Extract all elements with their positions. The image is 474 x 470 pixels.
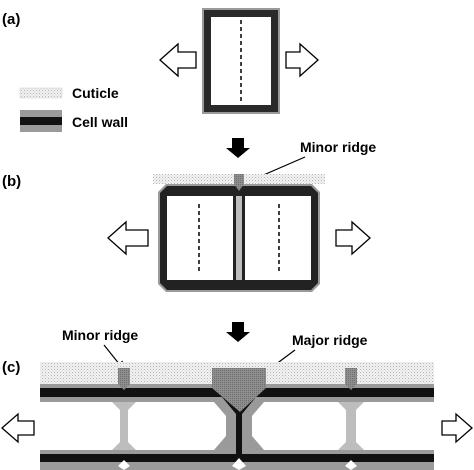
panel-b-label: (b)	[2, 173, 21, 190]
panel-b-cells	[153, 174, 325, 292]
panel-c-cells	[40, 362, 434, 470]
down-arrow-icon-2	[226, 322, 250, 342]
legend: Cuticle Cell wall	[19, 85, 128, 132]
minor-ridge-label-c: Minor ridge	[62, 327, 138, 343]
legend-cell-wall-label: Cell wall	[72, 114, 128, 130]
legend-cuticle-label: Cuticle	[72, 85, 119, 101]
minor-ridge-label-b: Minor ridge	[300, 139, 376, 155]
legend-item-cuticle: Cuticle	[19, 85, 119, 101]
major-ridge-label-c: Major ridge	[292, 332, 368, 348]
legend-item-cell-wall: Cell wall	[20, 110, 128, 132]
panel-c-label: (c)	[2, 359, 20, 376]
left-arrow-icon-b	[107, 220, 149, 256]
right-arrow-icon-c	[441, 412, 473, 444]
left-arrow-icon-c	[1, 412, 35, 444]
panel-a-cell	[202, 8, 280, 114]
left-arrow-icon	[159, 42, 197, 78]
down-arrow-icon	[226, 138, 250, 158]
panel-a-label: (a)	[2, 11, 20, 28]
right-arrow-icon-b	[335, 220, 371, 256]
right-arrow-icon	[285, 42, 319, 78]
